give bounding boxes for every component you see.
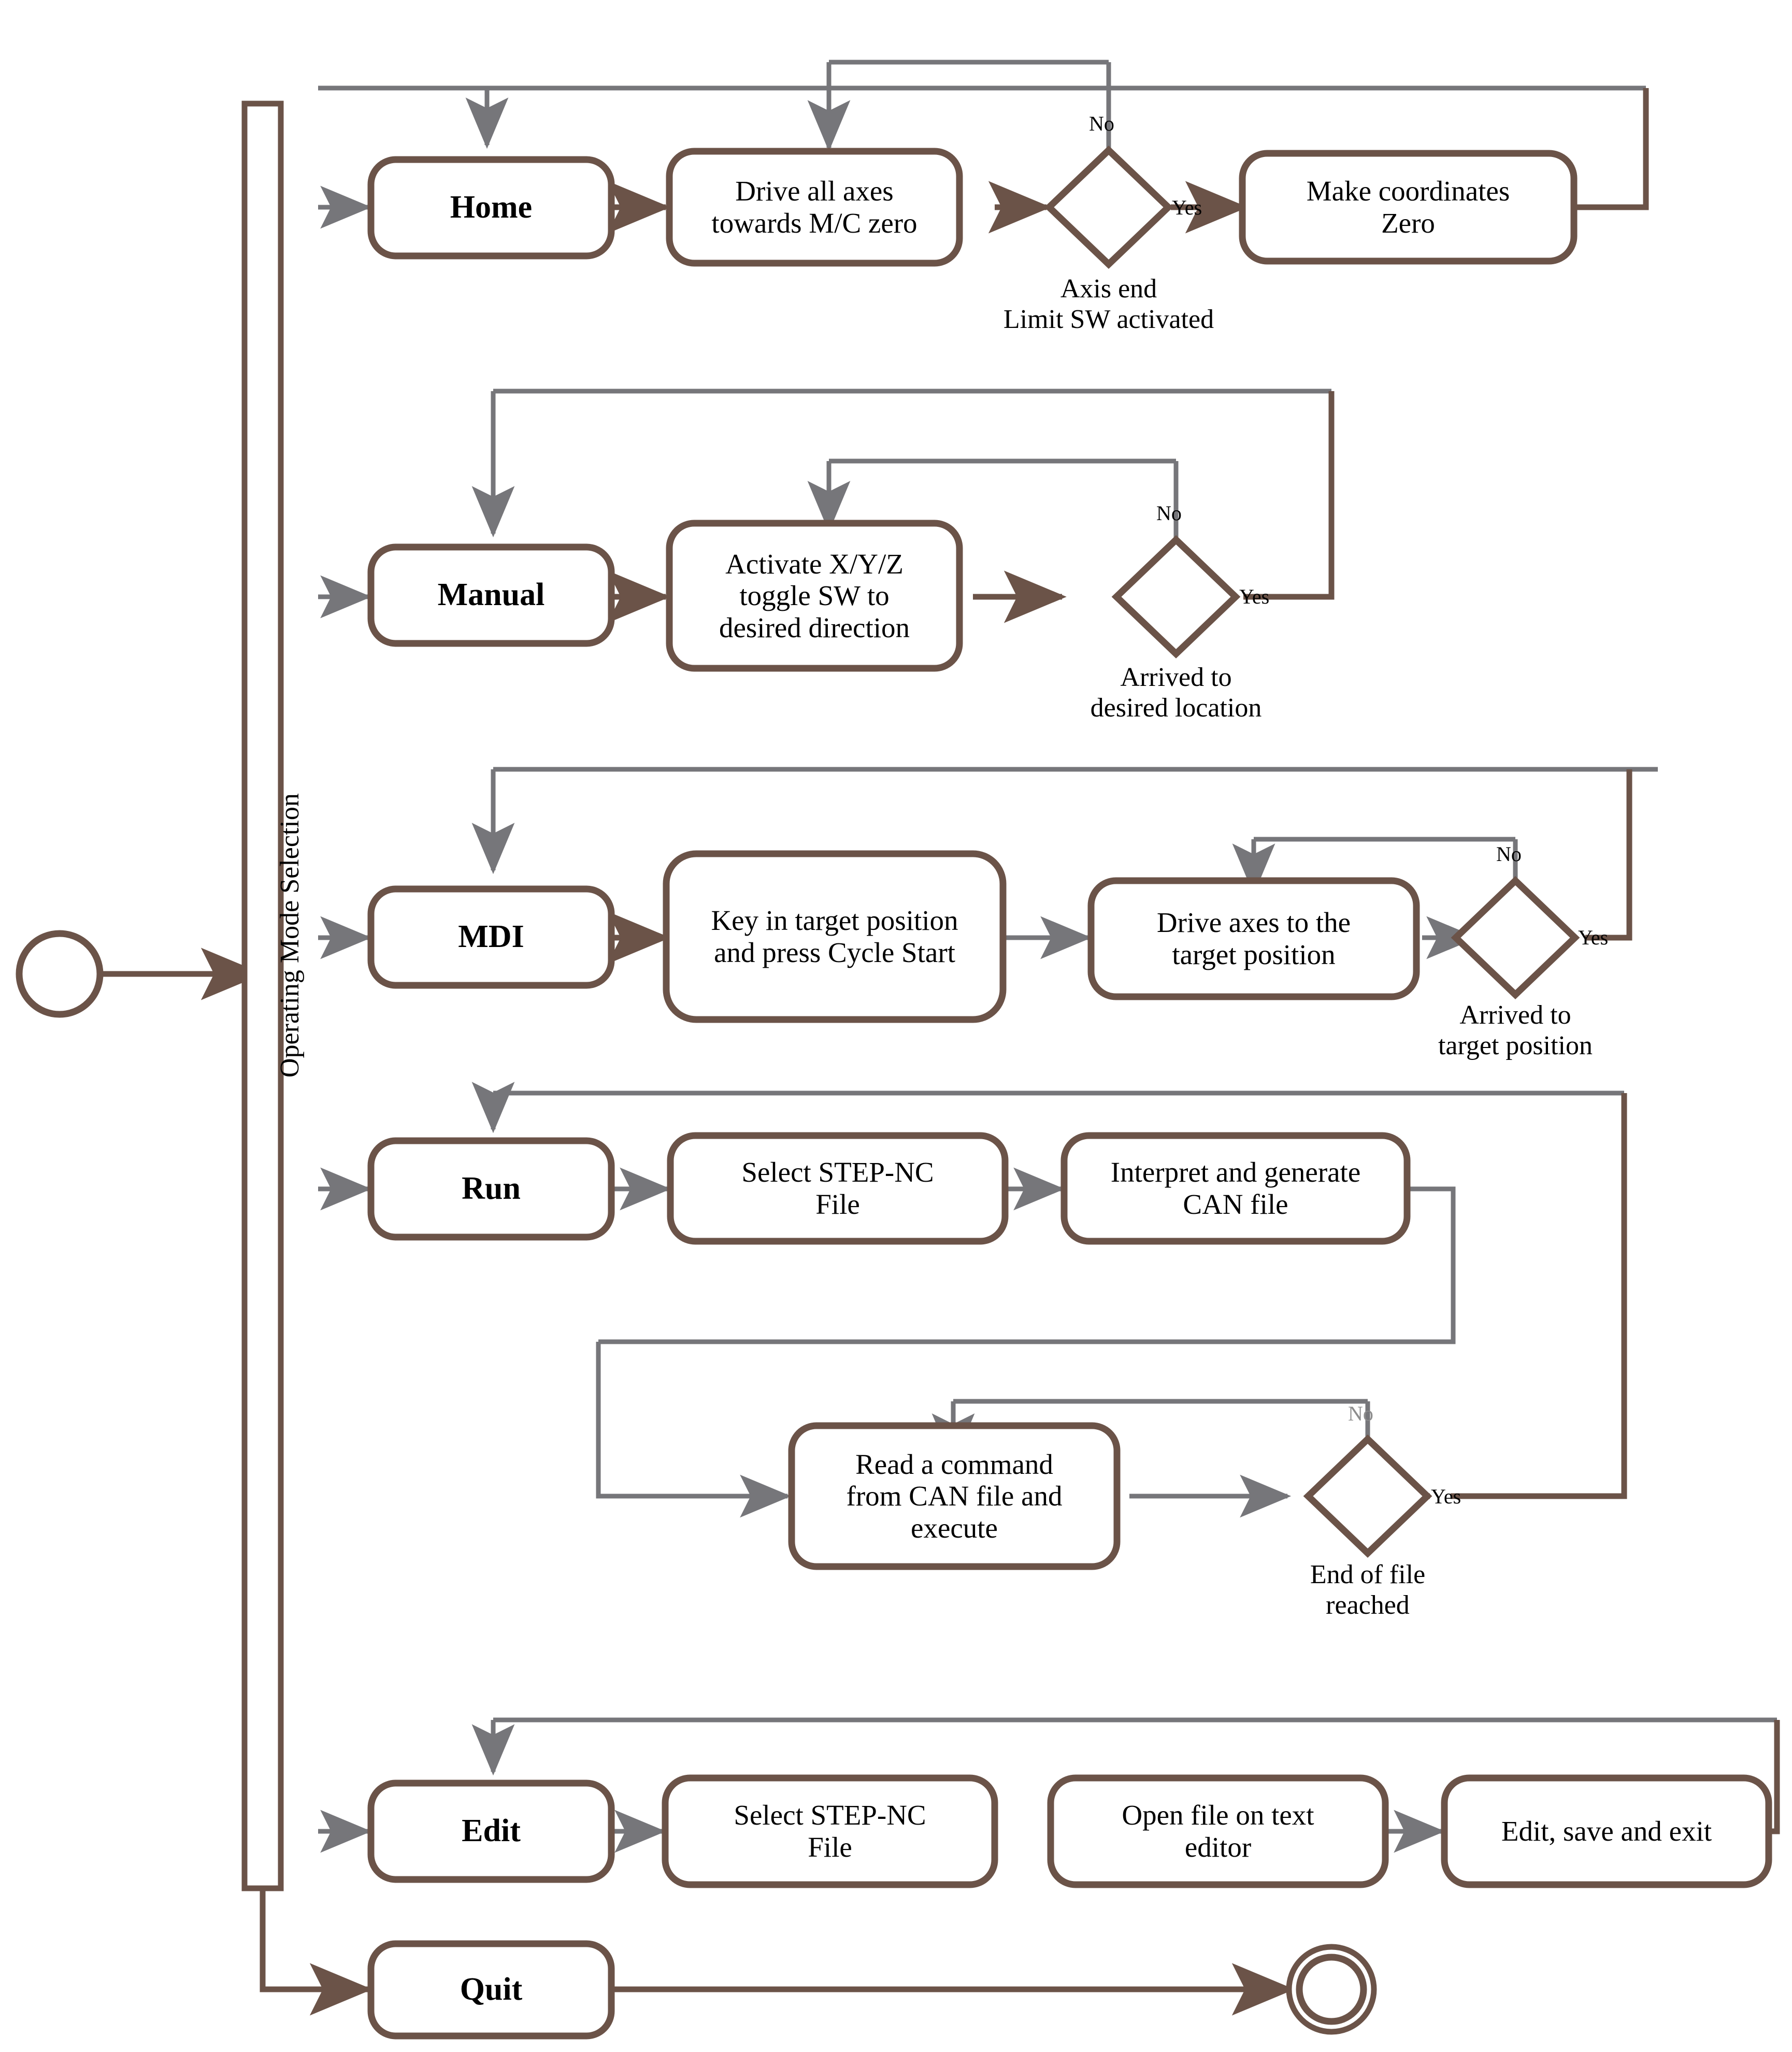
edge-label-run-no: No <box>1348 1402 1373 1425</box>
end-node-inner-circle <box>1296 1954 1367 2025</box>
edges-brown <box>99 88 1780 2016</box>
decision-caption-run: End of file reached <box>1310 1560 1426 1620</box>
node-quit <box>367 1940 615 2040</box>
edge-lane-to-quit <box>260 1888 372 2016</box>
swimlane-label: Operating Mode Selection <box>275 793 305 1078</box>
node-home-zero <box>1239 150 1578 265</box>
edge-label-manual-no: No <box>1156 501 1182 525</box>
node-mdi <box>367 885 615 989</box>
decision-manual <box>1111 535 1241 658</box>
edge-label-home-no: No <box>1089 112 1114 135</box>
node-mdi-key <box>663 850 1007 1023</box>
operating-mode-selection-lane[interactable] <box>241 101 284 1891</box>
edge-to-read-command <box>596 1342 792 1518</box>
edge-manual-yes-loopback <box>1243 391 1335 600</box>
start-node-circle <box>16 930 104 1018</box>
decision-run <box>1303 1434 1432 1558</box>
decision-shapes <box>1044 146 1580 1558</box>
node-edit-open <box>1047 1774 1389 1888</box>
node-edit <box>367 1780 615 1883</box>
edge-interpret-down-left <box>598 1186 1456 1344</box>
node-run-interpret <box>1060 1132 1411 1245</box>
edge-label-mdi-no: No <box>1496 842 1522 866</box>
node-edit-select <box>662 1774 998 1888</box>
node-run-read <box>788 1422 1121 1570</box>
edge-label-home-yes: Yes <box>1172 196 1202 219</box>
node-manual <box>367 543 615 647</box>
edge-mdi-yes-loopback <box>1585 769 1632 941</box>
node-shapes <box>367 148 1772 2040</box>
decision-caption-home: Axis end Limit SW activated <box>1003 274 1214 335</box>
edge-label-manual-yes: Yes <box>1239 585 1270 608</box>
node-mdi-drive <box>1087 877 1420 1000</box>
node-home-drive <box>666 148 963 267</box>
edge-label-run-yes: Yes <box>1431 1485 1461 1508</box>
edge-home-zero-loopback <box>1567 88 1649 210</box>
node-home <box>367 156 615 260</box>
edge-run-yes-loopback <box>1451 1093 1627 1499</box>
node-edit-save <box>1441 1774 1772 1888</box>
node-manual-toggle <box>666 520 963 672</box>
decision-caption-manual: Arrived to desired location <box>1090 663 1262 723</box>
decision-home <box>1044 146 1173 269</box>
decision-mdi <box>1451 876 1580 999</box>
edges-gray <box>318 60 1777 1853</box>
node-run-select <box>667 1132 1009 1245</box>
edge-label-mdi-yes: Yes <box>1578 926 1609 949</box>
decision-caption-mdi: Arrived to target position <box>1438 1000 1593 1061</box>
node-run <box>367 1137 615 1241</box>
